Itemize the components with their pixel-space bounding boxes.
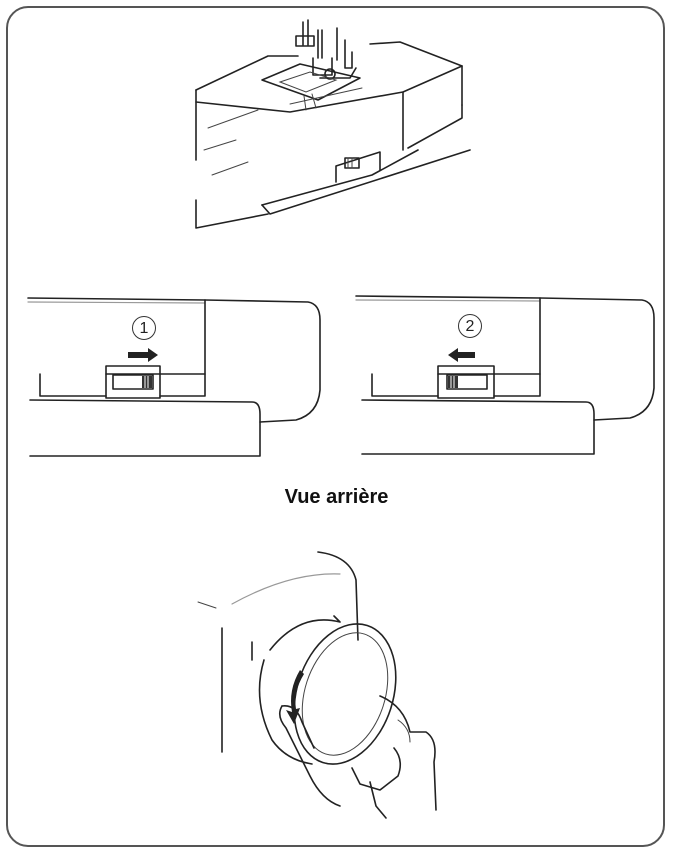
illustration-frame bbox=[6, 6, 665, 847]
caption-rear-view: Vue arrière bbox=[284, 486, 389, 508]
rotate-arrow-icon bbox=[286, 670, 304, 724]
arrow-right-icon bbox=[128, 348, 158, 362]
hand bbox=[278, 695, 437, 819]
lever-position-1-illustration bbox=[27, 297, 321, 457]
free-arm-body bbox=[195, 101, 471, 229]
lever-position-2-illustration bbox=[355, 295, 655, 455]
sewing-machine-arm-illustration bbox=[195, 19, 471, 229]
step-2-label: 2 bbox=[458, 314, 482, 338]
machine-bed bbox=[195, 41, 463, 151]
arrow-left-icon bbox=[448, 348, 475, 362]
step-1-label: 1 bbox=[132, 316, 156, 340]
handwheel-illustration bbox=[197, 551, 437, 819]
handwheel bbox=[258, 615, 397, 765]
